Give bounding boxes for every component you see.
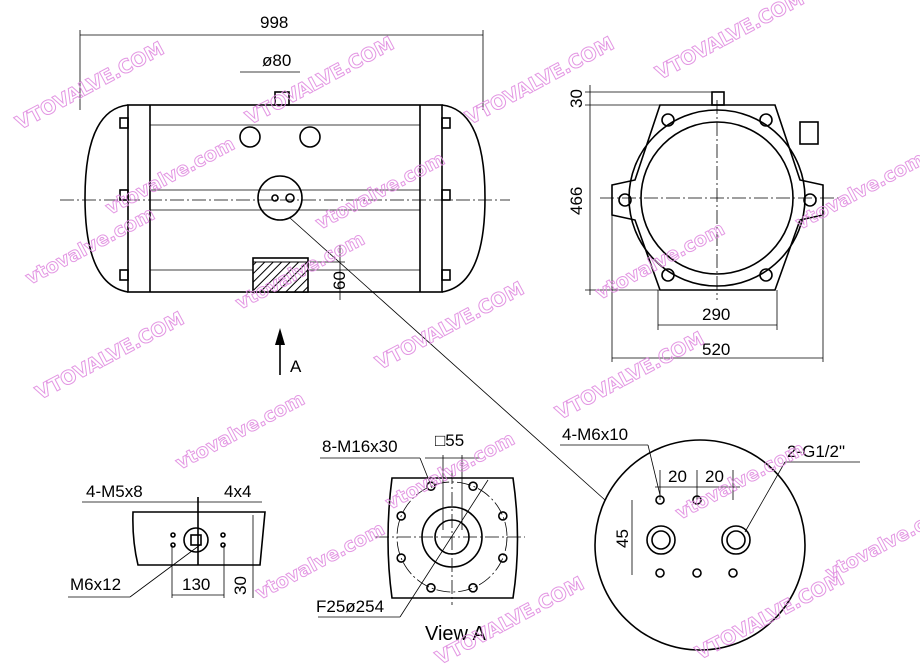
watermark-text: vtovalve.com xyxy=(672,438,808,524)
dim-length: 998 xyxy=(260,13,288,32)
flange-bolt-hole xyxy=(426,481,436,491)
flange-bolt-hole xyxy=(468,481,478,491)
flange-bolt-hole xyxy=(468,583,478,593)
side-view: 30 466 290 520 xyxy=(567,85,840,362)
dim-spacing: 130 xyxy=(182,575,210,594)
dim-vertical: 45 xyxy=(613,529,632,548)
watermark-text: VTOVALVE.COM xyxy=(552,328,708,425)
dim-shaft-dia: ø80 xyxy=(262,51,291,70)
flange-bolt-hole xyxy=(498,511,508,521)
label-port-bolts: 4-M6x10 xyxy=(562,425,628,444)
port-detail: 4-M6x10 20 20 2-G1/2" 45 xyxy=(560,425,860,651)
dim-height: 466 xyxy=(567,187,586,215)
flange-bolt-hole xyxy=(426,583,436,593)
view-arrow-label: A xyxy=(290,357,302,376)
watermark-text: vtovalve.com xyxy=(592,218,728,304)
watermark-text: VTOVALVE.COM xyxy=(32,308,188,405)
watermark-text: vtovalve.com xyxy=(102,133,238,219)
flange-bolt-hole xyxy=(396,553,406,563)
label-center-thread: M6x12 xyxy=(70,575,121,594)
watermark-text: vtovalve.com xyxy=(22,203,158,289)
dim-key-depth: 60 xyxy=(330,271,349,290)
right-end-cap xyxy=(441,104,486,293)
label-flange: F25ø254 xyxy=(316,597,384,616)
view-a-title: View A xyxy=(425,623,486,645)
front-view: 998 ø80 60 A xyxy=(60,13,606,501)
watermark-text: VTOVALVE.COM xyxy=(692,568,848,665)
label-ports: 2-G1/2" xyxy=(787,442,845,461)
label-m5-bolts: 4-M5x8 xyxy=(86,482,143,501)
view-a: 8-M16x30 □55 F25ø254 View A xyxy=(316,431,525,645)
dim-spacing-right: 20 xyxy=(705,467,724,486)
dim-spacing-left: 20 xyxy=(668,467,687,486)
watermark-text: VTOVALVE.COM xyxy=(432,573,588,666)
watermark-text: vtovalve.com xyxy=(312,148,448,234)
dim-inner-width: 290 xyxy=(702,305,730,324)
watermark-text: vtovalve.com xyxy=(792,148,920,234)
dim-width: 520 xyxy=(702,340,730,359)
label-square-drive: □55 xyxy=(435,431,464,450)
dim-detail-height: 30 xyxy=(231,576,250,595)
flange-bolt-hole xyxy=(498,553,508,563)
label-key: 4x4 xyxy=(224,482,251,501)
watermark-text: VTOVALVE.COM xyxy=(462,33,618,130)
left-end-cap xyxy=(84,104,129,293)
watermark-text: VTOVALVE.COM xyxy=(652,0,808,84)
top-detail: 4-M5x8 4x4 M6x12 130 30 xyxy=(68,482,266,598)
dim-top-offset: 30 xyxy=(567,89,586,108)
watermark-text: VTOVALVE.COM xyxy=(242,33,398,130)
watermark-text: VTOVALVE.COM xyxy=(12,38,168,135)
label-flange-bolts: 8-M16x30 xyxy=(322,437,398,456)
watermark-text: vtovalve.com xyxy=(252,518,388,604)
watermark: VTOVALVE.COM VTOVALVE.COM VTOVALVE.COM VTOV… xyxy=(12,0,920,666)
watermark-text: vtovalve.com xyxy=(172,388,308,474)
flange-bolt-hole xyxy=(396,511,406,521)
